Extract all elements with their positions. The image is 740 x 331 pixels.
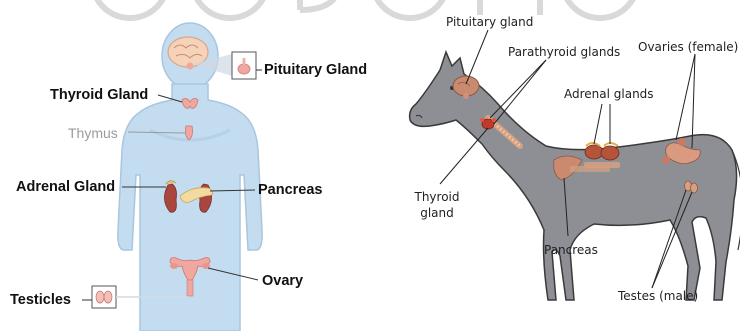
horse-label-pituitary-gland: Pituitary gland xyxy=(446,16,533,28)
horse-label-thyroid-line2: gland xyxy=(412,207,462,219)
horse-endocrine-diagram: Pituitary gland Parathyroid glands Ovari… xyxy=(370,0,740,331)
horse-label-adrenal-glands: Adrenal glands xyxy=(564,88,654,100)
label-adrenal-gland: Adrenal Gland xyxy=(16,180,115,195)
label-pancreas: Pancreas xyxy=(258,183,323,198)
horse-label-testes: Testes (male) xyxy=(618,290,698,302)
horse-adrenal-glands-icon xyxy=(584,143,620,168)
label-ovary: Ovary xyxy=(262,274,303,289)
horse-label-pancreas: Pancreas xyxy=(544,244,598,256)
human-body-illustration xyxy=(0,0,370,331)
label-testicles: Testicles xyxy=(10,293,71,308)
horse-label-parathyroid-glands: Parathyroid glands xyxy=(508,46,620,58)
human-endocrine-diagram: Pituitary Gland Thyroid Gland Thymus Adr… xyxy=(0,0,370,331)
label-thyroid-gland: Thyroid Gland xyxy=(50,88,148,103)
label-thymus: Thymus xyxy=(68,126,118,140)
horse-label-thyroid-line1: Thyroid xyxy=(412,191,462,203)
horse-label-ovaries: Ovaries (female) xyxy=(638,41,738,53)
label-pituitary-gland: Pituitary Gland xyxy=(264,63,367,78)
